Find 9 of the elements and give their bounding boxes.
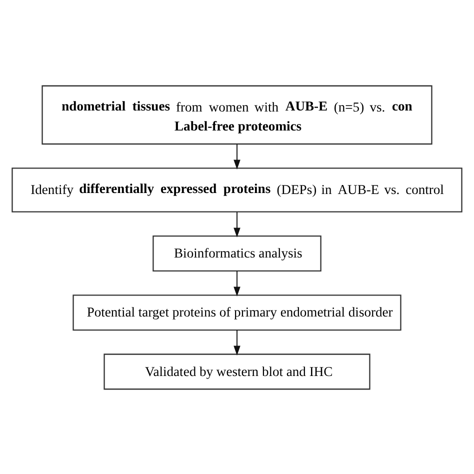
node-box: Validated by western blot and IHC <box>104 353 370 390</box>
arrow <box>234 270 240 296</box>
arrow <box>234 329 240 355</box>
arrow <box>234 211 240 237</box>
node-box: Bioinformatics analysis <box>152 234 322 271</box>
node-box: ndometrial tissues from women with AUB-E (n=5) vs. con Label-free proteomics <box>42 84 432 144</box>
node-box: Identify differentially expressed proteins (DEPs) in AUB-E vs. control <box>12 167 462 212</box>
arrow <box>234 143 240 169</box>
node-box: Potential target proteins of primary endometrial disorder <box>72 294 402 330</box>
